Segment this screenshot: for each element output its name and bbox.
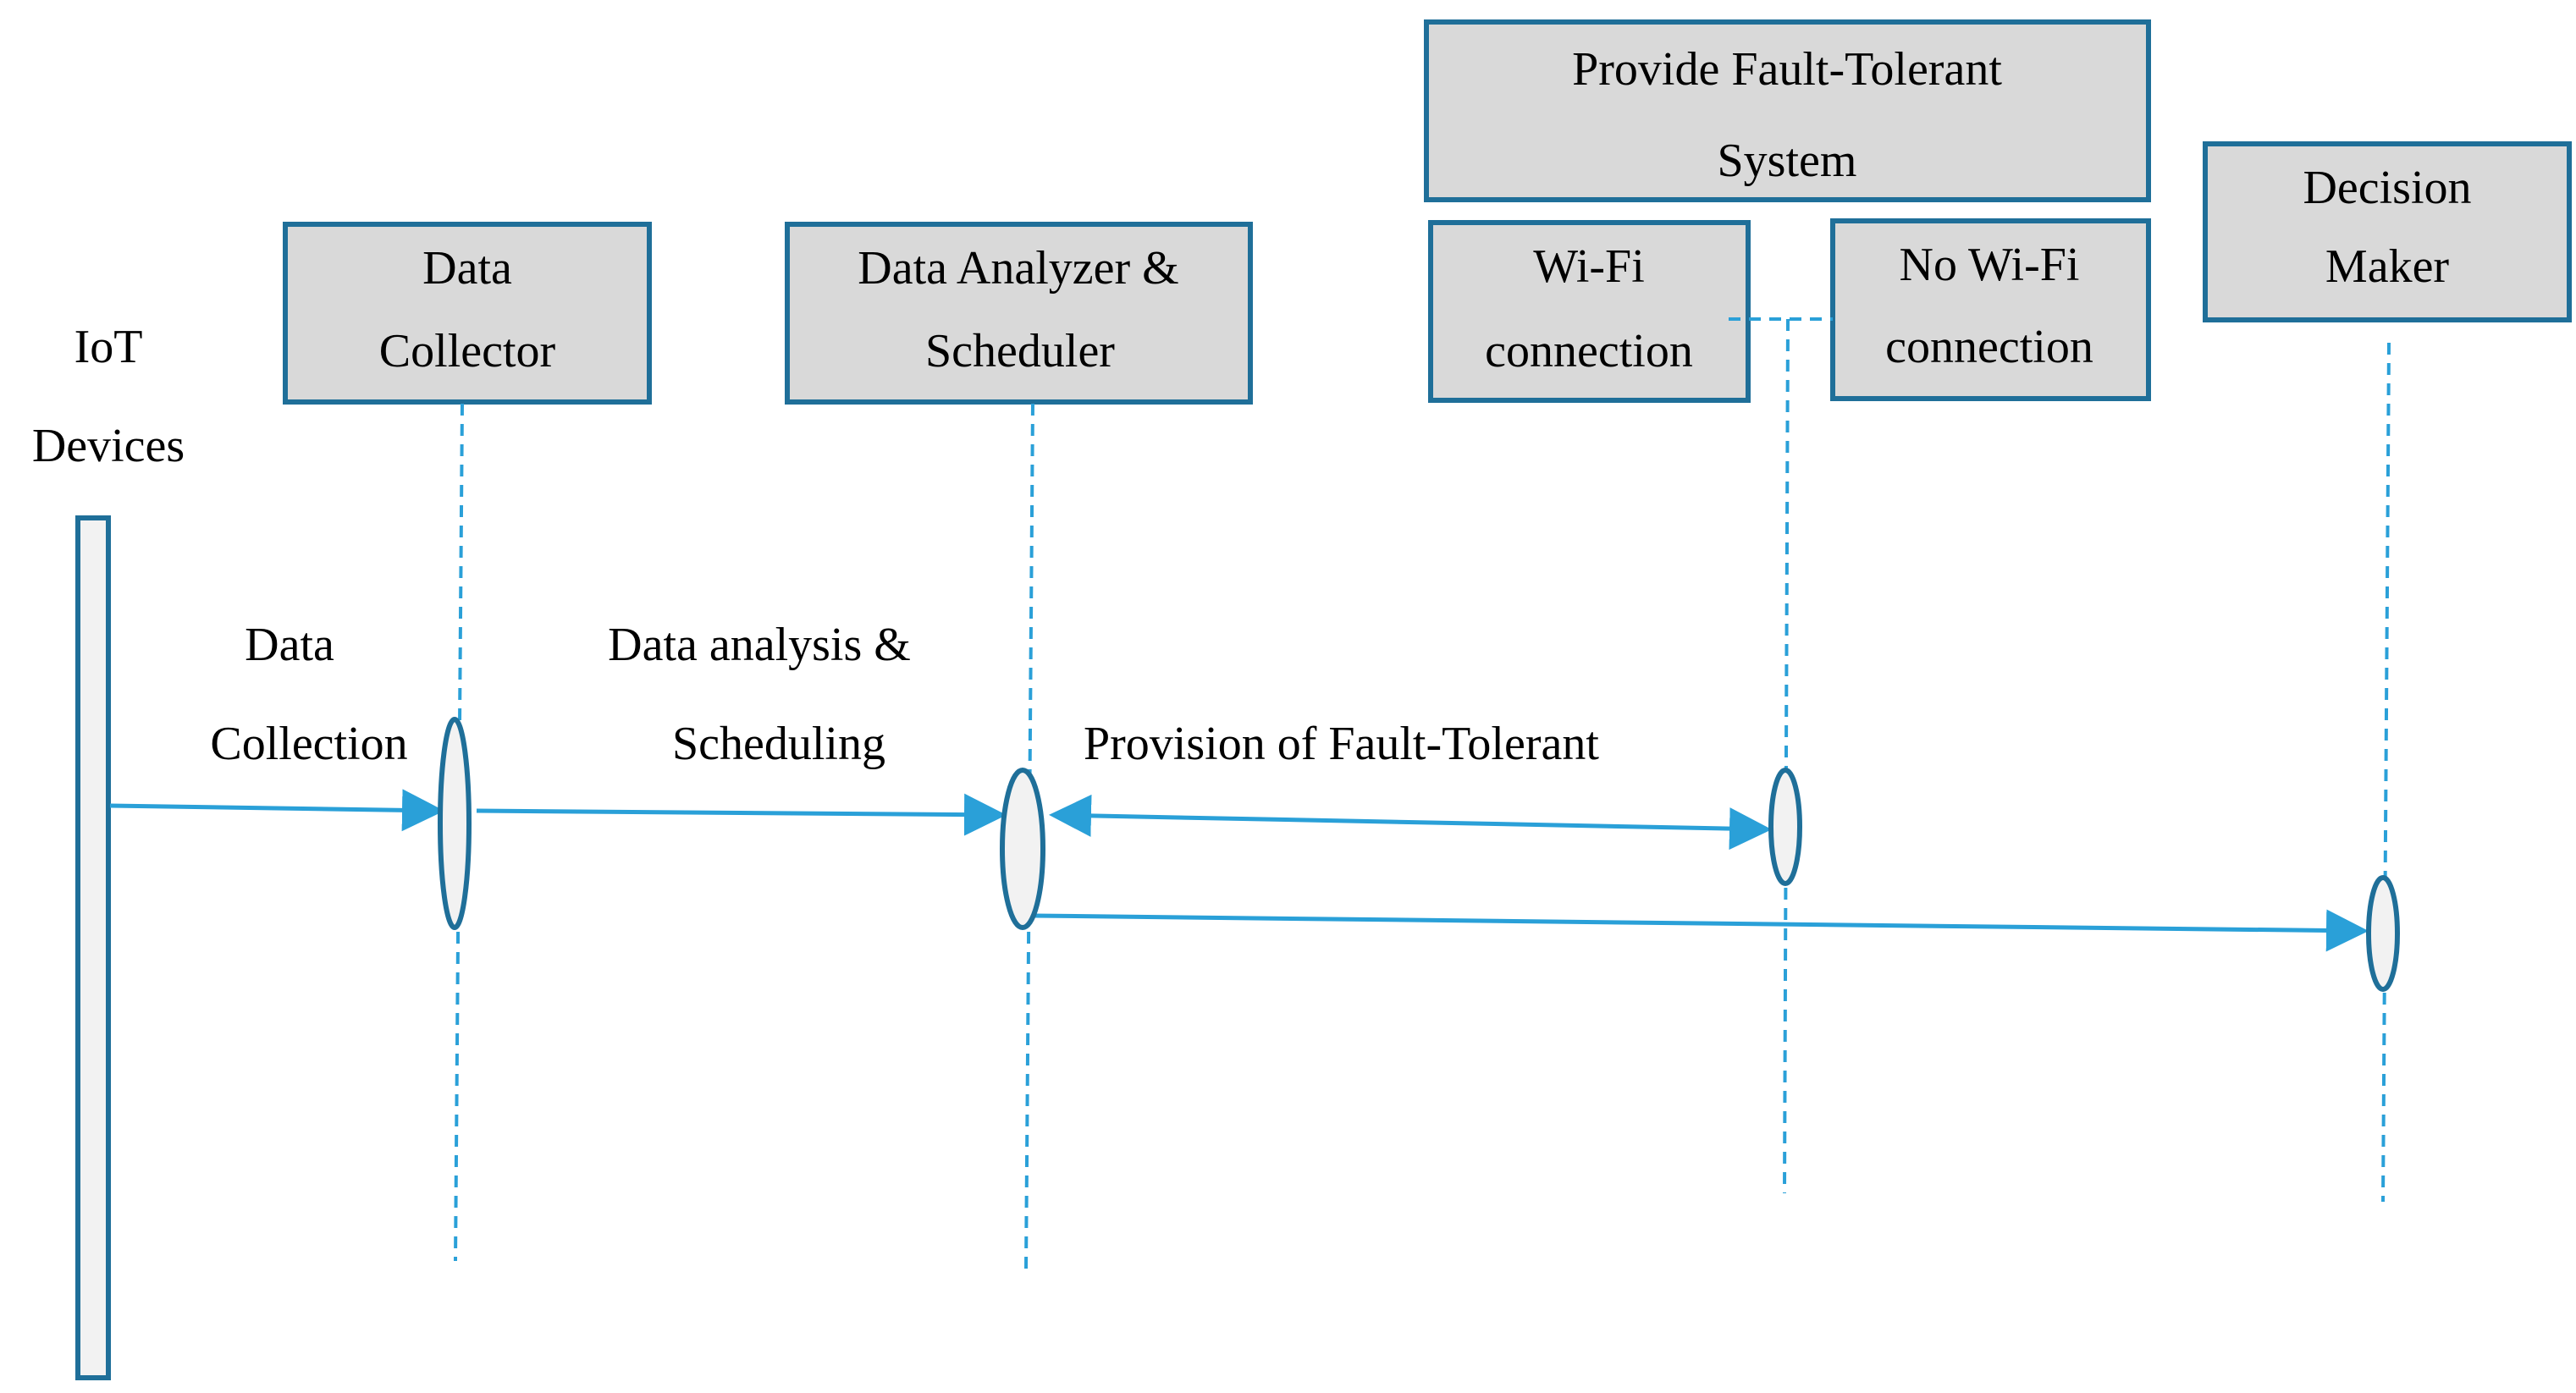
wifi-connection-label-line2: connection bbox=[1485, 325, 1693, 377]
data-analyzer-box bbox=[785, 222, 1253, 405]
data-collector-label-line2: Collector bbox=[379, 325, 556, 377]
wifi-connection-box bbox=[1428, 220, 1751, 403]
data-analyzer-label-line2: Scheduler bbox=[925, 325, 1115, 377]
data-collection-label-line1: Data bbox=[245, 619, 334, 671]
data-analysis-label-line1: Data analysis & bbox=[608, 619, 911, 671]
decision-maker-lifeline bbox=[2381, 342, 2391, 1203]
iot-devices-label-line1: IoT bbox=[74, 321, 143, 373]
data-analysis-arrow bbox=[476, 793, 1007, 836]
data-collector-label-line1: Data bbox=[422, 242, 512, 295]
data-collector-activation bbox=[438, 717, 472, 930]
no-wifi-connection-label-line1: No Wi-Fi bbox=[1900, 239, 2080, 291]
wifi-connection-label-line1: Wi-Fi bbox=[1533, 240, 1645, 293]
fault-tolerant-provision-arrow bbox=[1049, 794, 1772, 851]
decision-maker-participant: Decision Maker bbox=[2203, 141, 2572, 1203]
data-analyzer-label-line1: Data Analyzer & bbox=[858, 242, 1178, 295]
decision-maker-activation bbox=[2366, 875, 2400, 992]
fault-tolerant-system-label-line2: System bbox=[1718, 135, 1857, 187]
data-analyzer-activation bbox=[1000, 768, 1045, 930]
data-collection-arrow bbox=[109, 789, 444, 832]
data-analyzer-participant: Data Analyzer & Scheduler bbox=[785, 222, 1253, 1270]
decision-maker-label-line1: Decision bbox=[2303, 162, 2471, 214]
data-collector-participant: Data Collector bbox=[283, 222, 652, 1262]
fault-tolerant-system-label-line1: Provide Fault-Tolerant bbox=[1572, 43, 2002, 96]
fault-tolerant-provision-label: Provision of Fault-Tolerant bbox=[1084, 718, 1599, 770]
fault-tolerant-system-group: Provide Fault-Tolerant System bbox=[1424, 19, 2151, 202]
decision-maker-box bbox=[2203, 141, 2572, 322]
fault-tolerant-lifeline bbox=[1783, 318, 1790, 1194]
fault-tolerant-activation bbox=[1768, 768, 1802, 886]
wifi-connection-participant: Wi-Fi connection bbox=[1428, 220, 1751, 403]
data-collection-label-line2: Collection bbox=[210, 718, 407, 770]
decision-maker-label-line2: Maker bbox=[2325, 240, 2450, 293]
decision-arrow bbox=[1034, 909, 2369, 952]
data-collector-box bbox=[283, 222, 652, 405]
iot-devices-activation-bar bbox=[75, 515, 111, 1380]
no-wifi-connection-box bbox=[1830, 218, 2151, 401]
no-wifi-connection-participant: No Wi-Fi connection bbox=[1830, 218, 2151, 401]
iot-devices-label-line2: Devices bbox=[32, 420, 185, 472]
data-analysis-label-line2: Scheduling bbox=[672, 718, 885, 770]
fault-tolerant-system-box bbox=[1424, 19, 2151, 202]
no-wifi-connection-label-line2: connection bbox=[1885, 321, 2093, 373]
iot-devices-participant: IoT Devices bbox=[32, 321, 185, 1380]
